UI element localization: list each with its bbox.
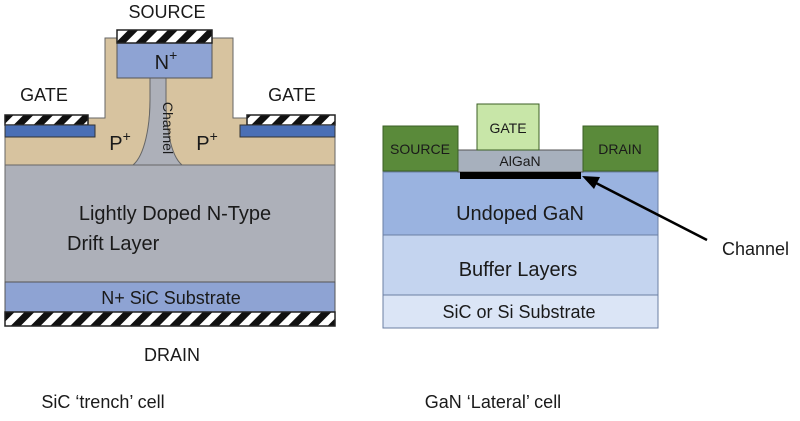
gan-gate-contact <box>476 103 540 151</box>
sic-drift-layer <box>4 164 336 283</box>
sic-gate-right-poly <box>239 124 336 138</box>
gan-buffer-label: Buffer Layers <box>459 259 578 281</box>
gan-channel-callout-line <box>593 180 708 242</box>
sic-p-plus-right-label: P+ <box>196 128 218 155</box>
sic-source-label: SOURCE <box>128 2 205 22</box>
sic-drift-label-line2: Drift Layer <box>67 233 160 255</box>
gan-buffer-layer <box>382 234 659 296</box>
sic-channel-region <box>131 77 184 166</box>
sic-drift-label-line1: Lightly Doped N-Type <box>79 203 271 225</box>
gan-undoped-layer <box>382 171 659 236</box>
gan-algan-label: AlGaN <box>499 153 540 169</box>
sic-gate-left-label: GATE <box>20 85 68 105</box>
gan-lateral-cell: GATE SOURCE DRAIN AlGaN Undoped GaN Buff… <box>382 103 789 412</box>
gan-caption: GaN ‘Lateral’ cell <box>425 392 561 412</box>
sic-trench-cell: SOURCE N+ GATE GATE P+ P+ Channel Lightl… <box>4 2 336 412</box>
sic-substrate <box>4 281 336 313</box>
gan-source-contact <box>382 125 459 172</box>
sic-n-plus-label: N+ <box>155 47 178 74</box>
sic-drain-label: DRAIN <box>144 345 200 365</box>
gan-gate-label: GATE <box>489 120 526 136</box>
gan-substrate-label: SiC or Si Substrate <box>442 302 595 322</box>
sic-gate-right-metal <box>246 114 336 126</box>
gan-drain-label: DRAIN <box>598 141 642 157</box>
gan-substrate-layer <box>382 294 659 329</box>
gan-channel-bar <box>460 172 581 179</box>
sic-gate-left-metal <box>4 114 89 126</box>
sic-gate-right-label: GATE <box>268 85 316 105</box>
sic-channel-label: Channel <box>160 102 176 154</box>
sic-substrate-label: N+ SiC Substrate <box>101 288 241 308</box>
gan-undoped-label: Undoped GaN <box>456 203 584 225</box>
sic-drain-contact <box>4 311 336 327</box>
gan-channel-callout-label: Channel <box>722 239 789 259</box>
sic-n-plus-region <box>116 42 213 79</box>
sic-gate-left-poly <box>4 124 96 138</box>
sic-source-contact <box>116 29 213 44</box>
gan-drain-contact <box>582 125 659 172</box>
gan-channel-callout-arrowhead <box>582 176 600 189</box>
sic-caption: SiC ‘trench’ cell <box>41 392 164 412</box>
gan-source-label: SOURCE <box>390 141 450 157</box>
sic-p-plus-left-label: P+ <box>109 128 131 155</box>
